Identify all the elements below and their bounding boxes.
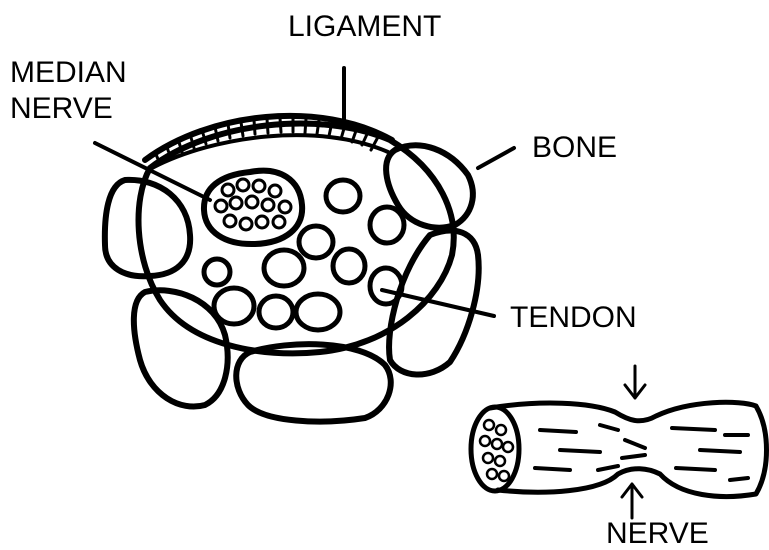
tendon <box>299 226 333 258</box>
label-ligament: LIGAMENT <box>288 10 441 43</box>
arrow-up-icon <box>622 484 642 518</box>
label-bone: BONE <box>532 131 617 164</box>
fascicle <box>483 453 493 463</box>
median-nerve <box>204 171 302 244</box>
compressed-nerve <box>471 366 767 518</box>
fascicle <box>262 199 274 211</box>
fascicle <box>215 200 227 212</box>
tendon <box>370 268 402 304</box>
tendon <box>296 294 340 330</box>
tendon <box>204 259 230 285</box>
tendon <box>333 249 365 283</box>
fascicle <box>224 215 236 227</box>
arrow-down-icon <box>625 366 645 398</box>
tendon <box>259 296 293 328</box>
leader-lines <box>95 68 514 316</box>
fascicle <box>495 456 505 466</box>
fascicle <box>222 184 234 196</box>
label-median-nerve-line2: NERVE <box>10 92 113 125</box>
label-nerve: NERVE <box>606 517 709 550</box>
fascicle <box>279 201 291 213</box>
fascicle <box>269 185 281 197</box>
fascicle <box>230 197 242 209</box>
fascicle <box>256 216 268 228</box>
compressed-nerve-end-fascicles <box>480 420 513 481</box>
tendon <box>370 207 404 243</box>
tendon <box>326 180 360 212</box>
fascicle <box>499 471 509 481</box>
fascicle <box>496 425 506 435</box>
fascicle <box>484 420 494 430</box>
leader-bone <box>478 148 514 168</box>
label-median-nerve-line1: MEDIAN <box>10 56 127 89</box>
fascicle <box>487 469 497 479</box>
bone-bottom <box>236 344 391 421</box>
median-nerve-fascicles <box>215 179 291 230</box>
ligament <box>145 116 392 168</box>
fascicle <box>503 442 513 452</box>
fascicle <box>492 439 502 449</box>
fascicle <box>240 218 252 230</box>
fascicle <box>246 196 258 208</box>
tendon <box>264 250 304 286</box>
bone-left-upper <box>105 180 190 276</box>
tendon <box>214 288 254 324</box>
fascicle <box>237 179 249 191</box>
label-tendon: TENDON <box>510 301 637 334</box>
fascicle <box>273 216 285 228</box>
compressed-nerve-fibers <box>535 425 748 480</box>
fascicle <box>253 180 265 192</box>
fascicle <box>480 436 490 446</box>
